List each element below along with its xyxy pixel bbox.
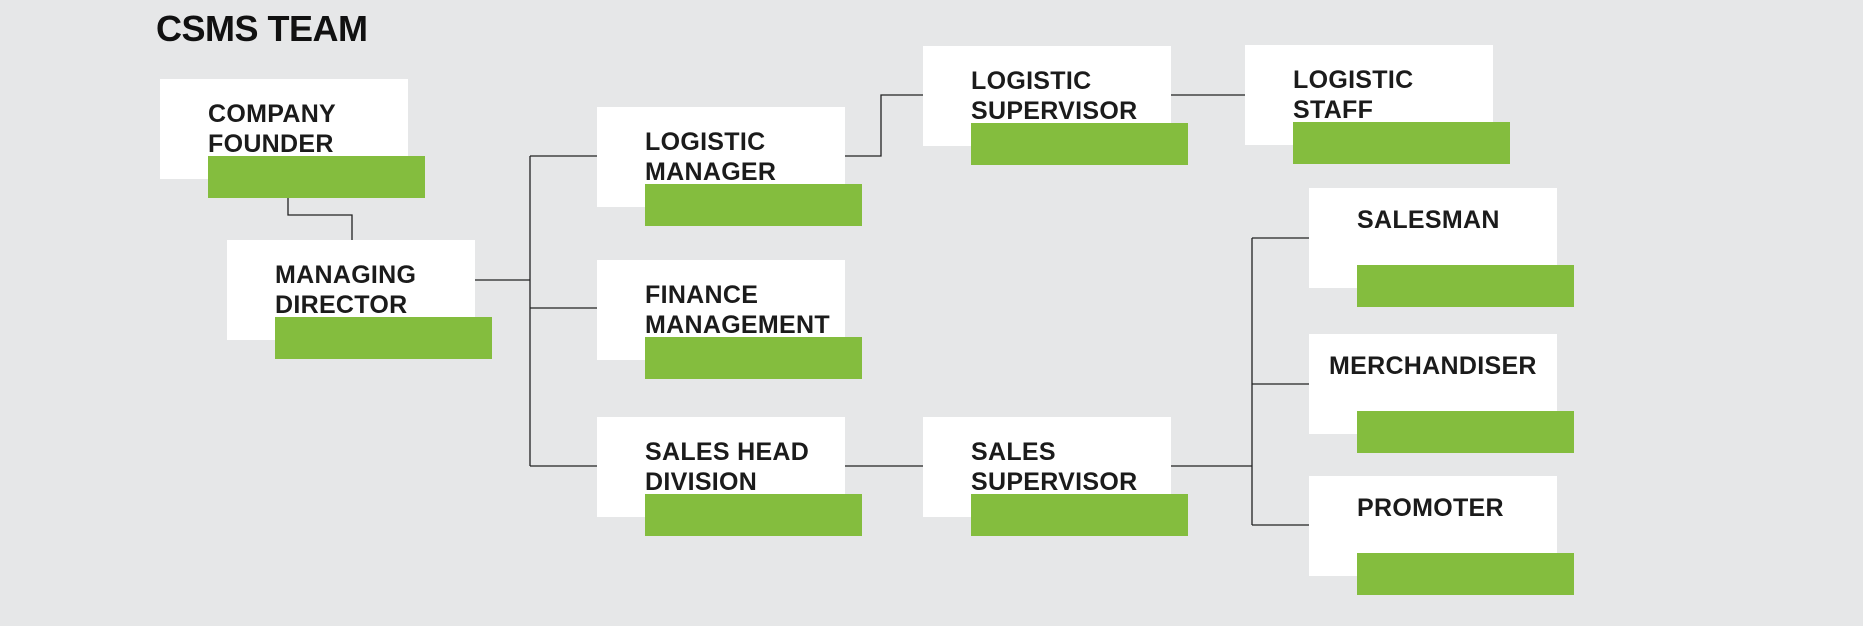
node-label-line1: LOGISTIC	[971, 67, 1092, 95]
node-sales-supervisor: SALES SUPERVISOR	[923, 417, 1223, 567]
node-label: SALES SUPERVISOR	[971, 427, 1221, 507]
node-label-line1: LOGISTIC	[645, 128, 766, 156]
node-label-line1: LOGISTIC	[1293, 66, 1414, 94]
node-label-line1: SALES HEAD	[645, 438, 810, 466]
node-finance-management: FINANCE MANAGEMENT	[597, 260, 897, 410]
node-label: LOGISTIC STAFF	[1293, 55, 1543, 135]
node-label: FINANCE MANAGEMENT	[645, 270, 895, 350]
node-label-line1: MANAGING	[275, 261, 417, 289]
node-label-line2: DIRECTOR	[275, 291, 408, 319]
node-label: LOGISTIC SUPERVISOR	[971, 56, 1221, 136]
node-label-line1: SALESMAN	[1357, 206, 1500, 234]
node-label-line2: STAFF	[1293, 96, 1374, 124]
node-sales-head-division: SALES HEAD DIVISION	[597, 417, 897, 567]
green-name-bar	[208, 156, 425, 198]
connector-founder-director	[287, 197, 353, 240]
node-label-line2: SUPERVISOR	[971, 468, 1138, 496]
diagram-title: CSMS TEAM	[156, 8, 368, 49]
connector-lines	[287, 94, 1309, 526]
node-label: LOGISTIC MANAGER	[645, 117, 895, 197]
node-label: MANAGING DIRECTOR	[275, 250, 525, 330]
node-label-line2: FOUNDER	[208, 130, 334, 158]
green-name-bar	[1293, 122, 1510, 164]
node-salesman: SALESMAN	[1309, 188, 1609, 338]
node-merchandiser: MERCHANDISER	[1309, 334, 1609, 484]
node-logistic-supervisor: LOGISTIC SUPERVISOR	[923, 46, 1223, 196]
green-name-bar	[645, 337, 862, 379]
node-label: PROMOTER	[1357, 478, 1607, 538]
node-label-line1: FINANCE	[645, 281, 759, 309]
node-label-line2: MANAGER	[645, 158, 777, 186]
green-name-bar	[971, 123, 1188, 165]
node-label-line2: MANAGEMENT	[645, 311, 830, 339]
node-label: MERCHANDISER	[1329, 336, 1579, 396]
node-promoter: PROMOTER	[1309, 476, 1609, 626]
green-name-bar	[1357, 265, 1574, 307]
connector-lm-ls	[845, 94, 923, 157]
node-company-founder: COMPANY FOUNDER	[160, 79, 460, 229]
node-label-line2: DIVISION	[645, 468, 758, 496]
node-managing-director: MANAGING DIRECTOR	[227, 240, 527, 390]
green-name-bar	[645, 184, 862, 226]
node-label-line2: SUPERVISOR	[971, 97, 1138, 125]
node-label-line1: PROMOTER	[1357, 494, 1504, 522]
green-name-bar	[1357, 553, 1574, 595]
node-logistic-manager: LOGISTIC MANAGER	[597, 107, 897, 257]
node-logistic-staff: LOGISTIC STAFF	[1245, 45, 1545, 195]
green-name-bar	[971, 494, 1188, 536]
node-label-line1: COMPANY	[208, 100, 337, 128]
node-label: SALESMAN	[1357, 190, 1607, 250]
node-label: COMPANY FOUNDER	[208, 89, 458, 169]
green-name-bar	[1357, 411, 1574, 453]
green-name-bar	[645, 494, 862, 536]
green-name-bar	[275, 317, 492, 359]
node-label-line1: SALES	[971, 438, 1056, 466]
node-label-line1: MERCHANDISER	[1329, 352, 1537, 380]
node-label: SALES HEAD DIVISION	[645, 427, 895, 507]
